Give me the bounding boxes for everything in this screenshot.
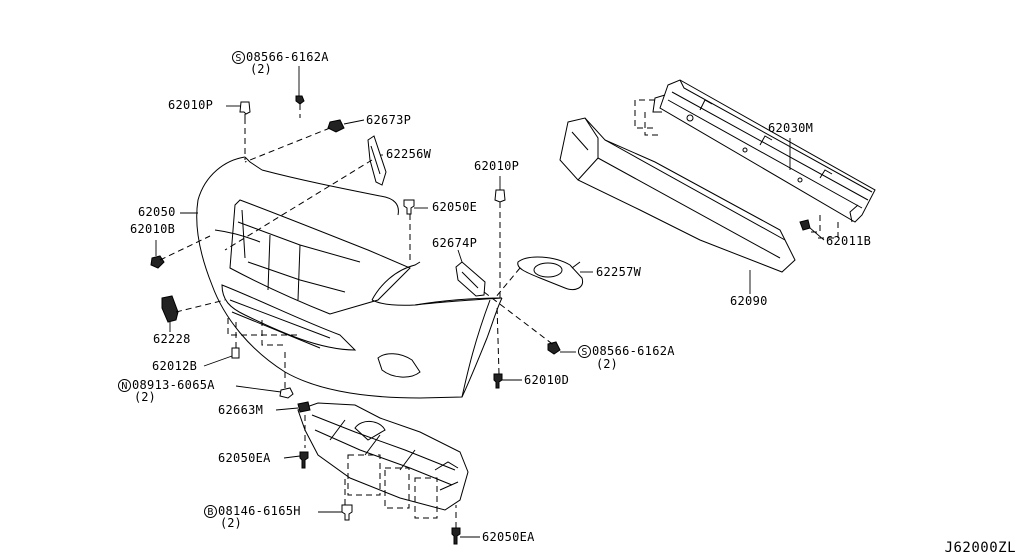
part-label-62090: 62090 [730, 294, 768, 308]
part-label-62674p: 62674P [432, 236, 478, 250]
part-number: 08566-6162A [592, 344, 675, 358]
part-label-62228: 62228 [153, 332, 191, 346]
part-label-62010p-top: 62010P [168, 98, 214, 112]
part-number: 08913-6065A [132, 378, 215, 392]
part-qty: (2) [250, 62, 272, 76]
part-number: 08146-6165H [218, 504, 301, 518]
part-label-62257w: 62257W [596, 265, 642, 279]
part-label-62673p: 62673P [366, 113, 412, 127]
prefix-n-icon: N [118, 379, 131, 392]
fog-lamp-bezel [517, 256, 584, 291]
part-label-62256w: 62256W [386, 147, 432, 161]
side-bracket-62674p [455, 261, 486, 297]
prefix-s-icon: S [232, 51, 245, 64]
part-label-62050: 62050 [138, 205, 176, 219]
part-label-62050e: 62050E [432, 200, 478, 214]
reinforcement-bar [652, 79, 876, 223]
prefix-b-icon: B [204, 505, 217, 518]
part-qty: (2) [596, 357, 618, 371]
energy-absorber [559, 117, 796, 273]
part-label-62010d: 62010D [524, 373, 570, 387]
under-cover-guides [347, 454, 438, 519]
fasteners [150, 95, 811, 545]
under-cover [297, 402, 469, 511]
part-label-62050ea-a: 62050EA [218, 451, 271, 465]
part-number: 08566-6162A [246, 50, 329, 64]
prefix-s-icon: S [578, 345, 591, 358]
part-label-62663m: 62663M [218, 403, 264, 417]
diagram-code: J62000ZL [944, 540, 1016, 556]
part-label-62010b: 62010B [130, 222, 176, 236]
bumper-fascia [196, 156, 503, 399]
bar-mount-guides [634, 99, 839, 239]
part-label-62010p-mid: 62010P [474, 159, 520, 173]
part-qty: (2) [134, 390, 156, 404]
part-label-62030m: 62030M [768, 121, 814, 135]
part-label-62011b: 62011B [826, 234, 872, 248]
part-qty: (2) [220, 516, 242, 530]
side-bracket-62256w [367, 135, 387, 186]
part-label-62050ea-b: 62050EA [482, 530, 535, 544]
part-label-62012b: 62012B [152, 359, 198, 373]
assembly-guides [159, 104, 556, 528]
leader-lines [155, 66, 825, 538]
